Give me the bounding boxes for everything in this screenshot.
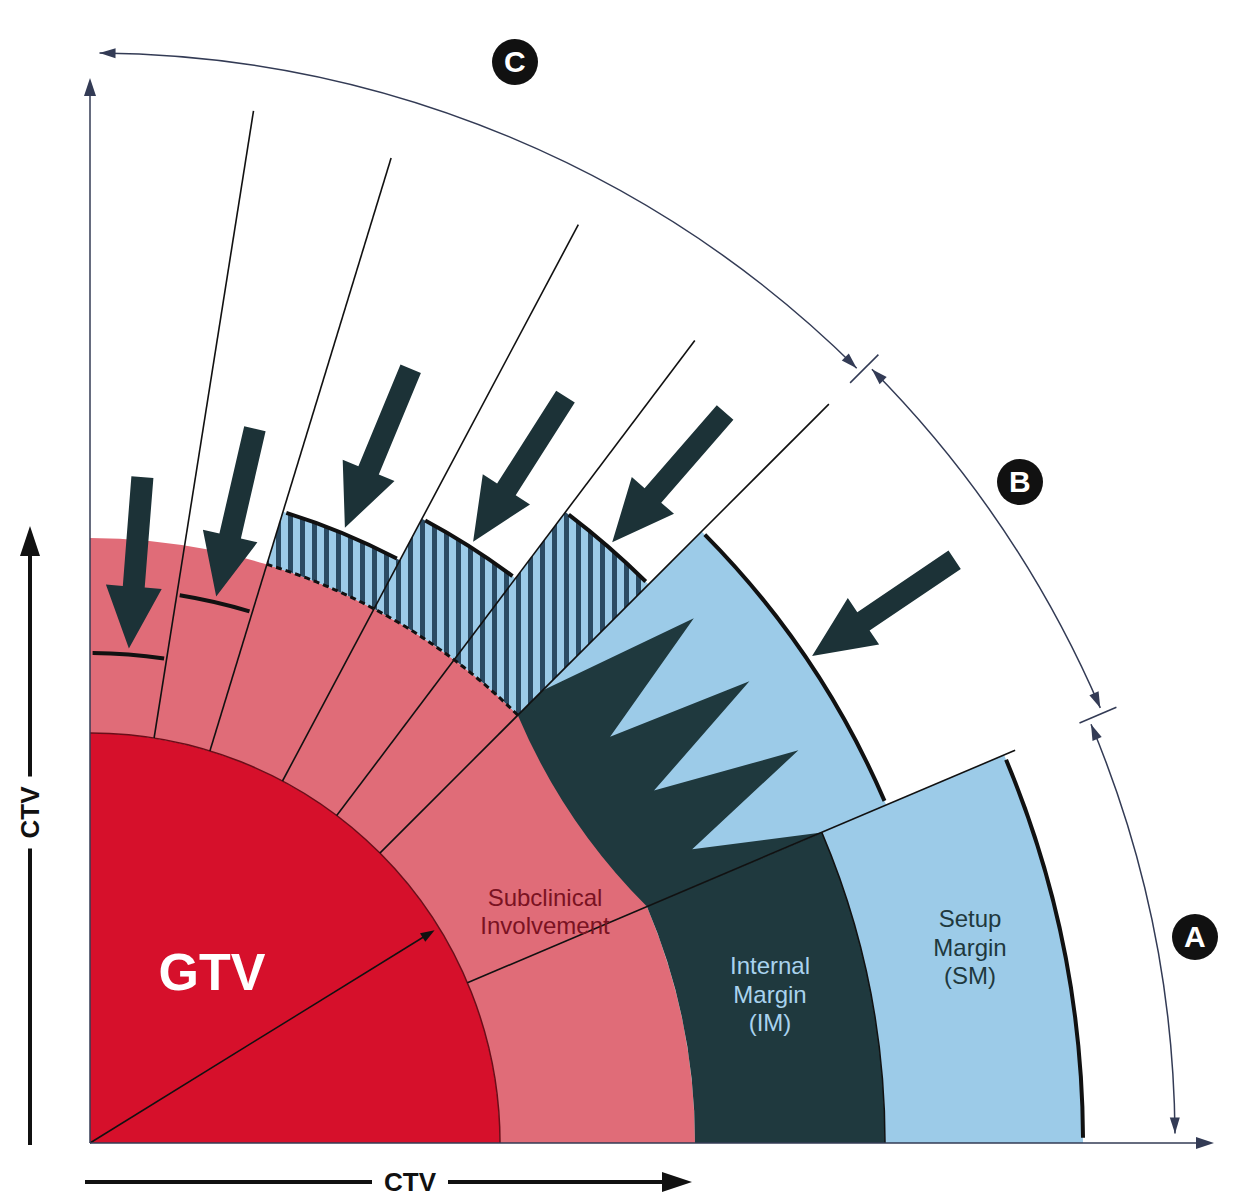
sector-line [467, 750, 1015, 983]
ctv-axis-label: CTV [15, 776, 46, 848]
treated-boundary [705, 535, 885, 801]
radius-arrowhead [420, 930, 435, 942]
band-text: Setup Margin (SM) [920, 905, 1020, 991]
striped-sector [267, 512, 400, 609]
sector-line [154, 111, 253, 738]
subclinical-band: Subclinical Involvement [470, 884, 620, 939]
callout-letter: A [1184, 920, 1206, 954]
block-arrow [106, 476, 162, 648]
axis-line [90, 1142, 1200, 1144]
gtv-region-label: GTV [132, 942, 292, 1002]
dimension-tick [1080, 707, 1117, 723]
axis-arrowhead [1196, 1137, 1214, 1149]
block-arrow [343, 365, 421, 528]
dimension-arrowhead [842, 353, 857, 368]
dimension-arrowhead [1091, 724, 1102, 741]
treated-boundary [180, 595, 250, 611]
block-arrow [812, 551, 961, 656]
dimension-arc [872, 369, 1100, 708]
dimension-arrowhead [872, 369, 887, 384]
treated-boundary [1006, 760, 1083, 1138]
callout-circle [1172, 914, 1218, 960]
ctv-arrowhead [662, 1172, 692, 1192]
sector-line [380, 404, 829, 853]
band-text: Internal Margin (IM) [718, 952, 822, 1038]
dashed-ctv-boundary [267, 564, 518, 715]
treated-boundary [286, 513, 397, 559]
axis-line [89, 92, 91, 1143]
dimension-arc [1091, 724, 1175, 1133]
radius-line [90, 937, 424, 1143]
callout-letter: B [1009, 465, 1031, 499]
block-arrow [203, 426, 266, 596]
callout-circle [997, 459, 1043, 505]
treated-boundary [425, 521, 512, 577]
ctv-axis-label: CTV [372, 1167, 448, 1198]
dimension-arrowhead [1170, 1118, 1180, 1134]
callout-letter: C [504, 45, 526, 79]
block-arrow [473, 391, 575, 542]
ctv-arrowhead [20, 526, 40, 556]
dimension-arrowhead [1089, 691, 1100, 708]
dimension-arc [100, 53, 857, 368]
band-text: GTV [132, 942, 292, 1002]
callout-circle [492, 39, 538, 85]
axis-arrowhead [84, 78, 96, 96]
dimension-tick [850, 355, 878, 383]
band-text: Subclinical Involvement [470, 884, 620, 939]
treated-boundary [93, 653, 165, 659]
internal-margin-band: Internal Margin (IM) [718, 952, 822, 1038]
block-arrow [612, 405, 733, 542]
sector-line [283, 225, 579, 781]
dimension-arrowhead [100, 48, 116, 58]
margin-boundary [822, 832, 885, 1143]
sector-line [337, 340, 695, 815]
setup-margin-band: Setup Margin (SM) [920, 905, 1020, 991]
